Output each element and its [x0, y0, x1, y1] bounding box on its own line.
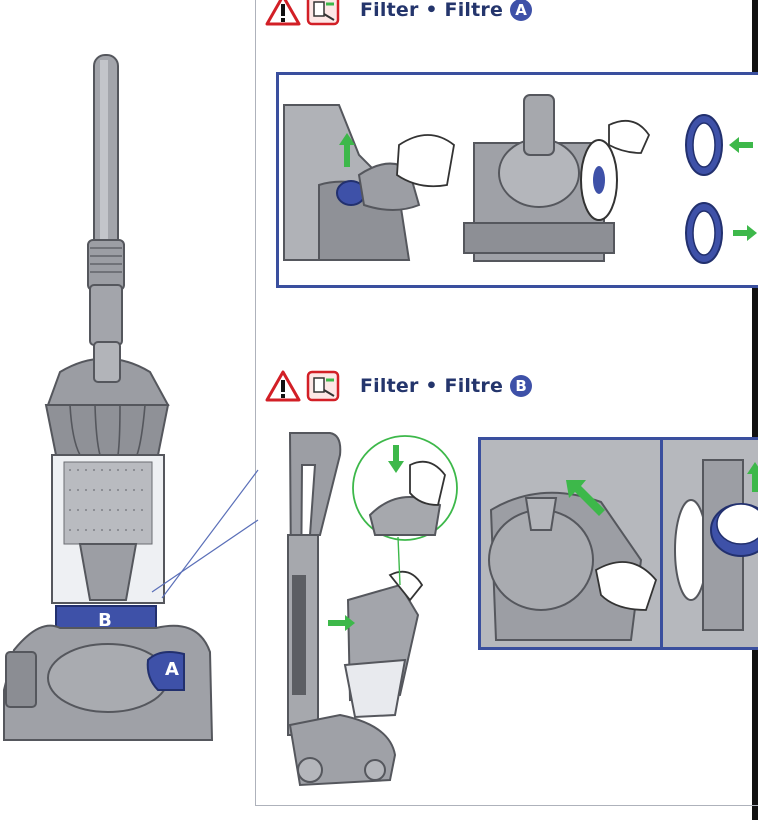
section-b-heading: Filter • Filtre B [265, 370, 533, 402]
section-b-step-2-illustration [663, 440, 758, 647]
arrow-left-icon [729, 137, 753, 153]
section-a-heading: Filter • Filtre A [265, 0, 533, 26]
section-b-step-1-box [478, 437, 663, 650]
warning-triangle-icon [265, 0, 301, 26]
unplug-icon [306, 370, 340, 402]
section-b-release-bin-illustration [287, 432, 458, 787]
section-a-title: Filter • Filtre [360, 0, 504, 21]
instruction-panel [255, 0, 758, 806]
section-b-title: Filter • Filtre [360, 375, 504, 397]
warning-triangle-icon [265, 370, 301, 402]
arrow-right-icon [733, 225, 757, 241]
section-b-badge: B [510, 375, 533, 397]
unplug-icon [306, 0, 340, 26]
vacuum-overview-illustration [3, 54, 259, 741]
section-a-steps-frame [276, 72, 758, 288]
part-b-label: B [98, 610, 112, 631]
arrow-up-icon [566, 480, 605, 516]
section-a-illustration [283, 94, 757, 264]
arrow-up-icon [339, 133, 355, 167]
part-a-label: A [165, 659, 179, 680]
page-edge-bar [752, 0, 758, 820]
section-b-step-2-box [660, 437, 758, 650]
section-a-badge: A [510, 0, 533, 21]
arrow-right-icon [328, 615, 355, 631]
arrow-up-icon [747, 462, 758, 492]
section-b-step-1-illustration [481, 440, 660, 647]
arrow-down-icon [388, 445, 404, 473]
